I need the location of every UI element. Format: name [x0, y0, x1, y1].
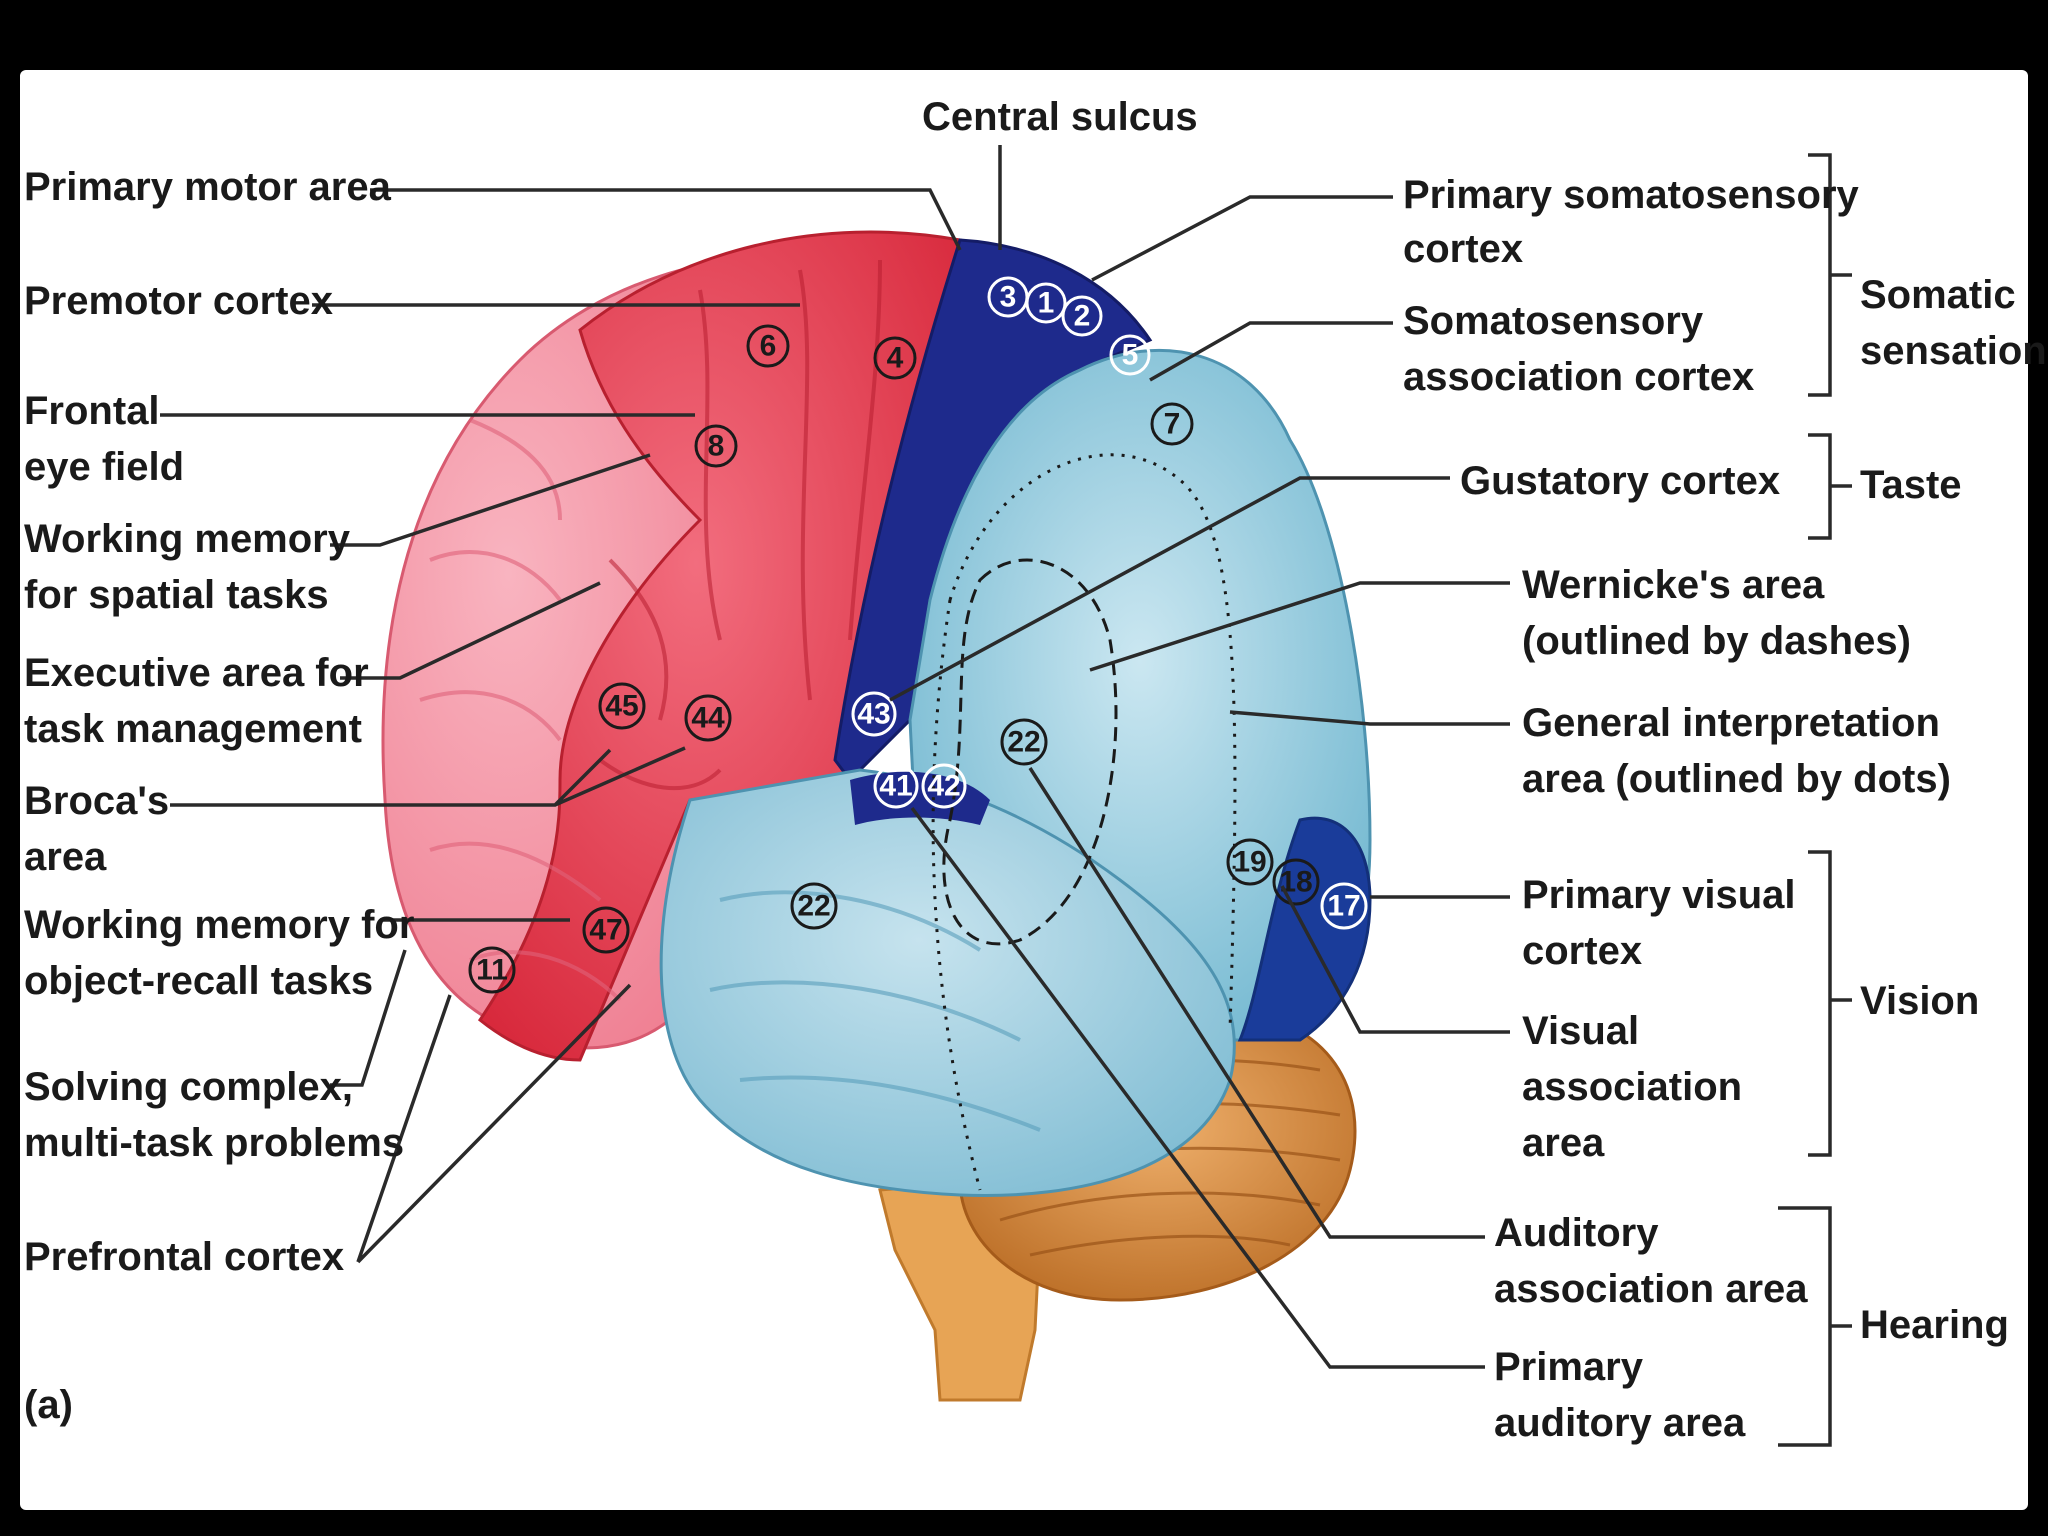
- area-7-marker: 7: [1150, 402, 1194, 446]
- svg-text:8: 8: [708, 430, 725, 463]
- temporal-lobe: [659, 768, 1236, 1197]
- label-primary-auditory-2: auditory area: [1494, 1401, 1746, 1445]
- group-somatic-sensation: Somatic: [1860, 273, 2016, 317]
- svg-text:17: 17: [1327, 890, 1360, 923]
- label-general-interpretation: General interpretation: [1522, 701, 1940, 745]
- area-19-marker: 19: [1226, 838, 1274, 886]
- svg-text:43: 43: [857, 698, 890, 731]
- label-visual-association: Visual: [1522, 1009, 1639, 1053]
- label-primary-somatosensory: Primary somatosensory: [1403, 173, 1860, 217]
- area-11-marker: 11: [468, 946, 516, 994]
- label-somatosensory-association-2: association cortex: [1403, 355, 1754, 399]
- svg-text:1: 1: [1038, 287, 1055, 320]
- area-45-marker: 45: [598, 682, 646, 730]
- group-hearing: Hearing: [1860, 1303, 2009, 1347]
- label-executive-area: Executive area for: [24, 651, 369, 695]
- label-prefrontal-cortex: Prefrontal cortex: [24, 1235, 344, 1279]
- svg-text:6: 6: [760, 330, 777, 363]
- label-working-memory-spatial-2: for spatial tasks: [24, 573, 329, 617]
- label-visual-association-3: area: [1522, 1121, 1605, 1165]
- area-22-marker-lower: 22: [790, 882, 838, 930]
- group-labels: Somatic sensation Taste Vision Hearing: [1860, 273, 2047, 1347]
- area-22-marker-upper: 22: [1000, 718, 1048, 766]
- area-42-marker: 42: [921, 763, 967, 809]
- svg-text:22: 22: [797, 890, 830, 923]
- svg-text:41: 41: [879, 770, 912, 803]
- leader-lines-right: [889, 145, 1510, 1369]
- group-brackets: [1778, 153, 1852, 1447]
- svg-text:44: 44: [691, 702, 725, 735]
- area-markers: 6 4 8 45 44 47 11 3 1 2 5 7 43 41 42 22 …: [468, 276, 1368, 994]
- area-4-marker: 4: [873, 336, 917, 380]
- label-visual-association-2: association: [1522, 1065, 1742, 1109]
- label-primary-motor-area: Primary motor area: [24, 165, 392, 209]
- svg-text:11: 11: [476, 954, 508, 987]
- wernicke-outline: [942, 558, 1118, 946]
- label-executive-area-2: task management: [24, 707, 362, 751]
- frontal-gyri: [598, 259, 882, 791]
- svg-text:7: 7: [1164, 408, 1181, 441]
- area-47-marker: 47: [582, 906, 630, 954]
- label-wernickes-area: Wernicke's area: [1522, 563, 1825, 607]
- area-41-marker: 41: [873, 763, 919, 809]
- area-6-marker: 6: [746, 324, 790, 368]
- left-labels: Primary motor area Premotor cortex Front…: [24, 165, 414, 1427]
- svg-text:4: 4: [887, 342, 904, 375]
- label-primary-visual-cortex-2: cortex: [1522, 929, 1642, 973]
- area-1-marker: 1: [1025, 282, 1067, 324]
- general-interpretation-outline: [931, 453, 1237, 1191]
- label-solving-complex-2: multi-task problems: [24, 1121, 404, 1165]
- label-somatosensory-association: Somatosensory: [1403, 299, 1704, 343]
- label-brocas-area: Broca's: [24, 779, 169, 823]
- label-wernickes-area-2: (outlined by dashes): [1522, 619, 1911, 663]
- label-primary-visual-cortex: Primary visual: [1522, 873, 1796, 917]
- label-brocas-area-2: area: [24, 835, 107, 879]
- group-somatic-sensation-2: sensation: [1860, 329, 2047, 373]
- label-premotor-cortex: Premotor cortex: [24, 279, 333, 323]
- temporal-gyri: [709, 890, 1041, 1132]
- label-gustatory-cortex: Gustatory cortex: [1460, 459, 1780, 503]
- label-working-memory-spatial: Working memory: [24, 517, 351, 561]
- label-frontal-eye-field-2: eye field: [24, 445, 184, 489]
- label-working-memory-object: Working memory for: [24, 903, 414, 947]
- svg-text:2: 2: [1074, 300, 1091, 333]
- svg-text:3: 3: [1000, 281, 1017, 314]
- label-working-memory-object-2: object-recall tasks: [24, 959, 373, 1003]
- label-auditory-association: Auditory: [1494, 1211, 1659, 1255]
- label-primary-auditory: Primary: [1494, 1345, 1644, 1389]
- leader-lines-left: [160, 188, 962, 1264]
- group-taste: Taste: [1860, 463, 1962, 507]
- svg-text:45: 45: [605, 690, 638, 723]
- svg-text:42: 42: [927, 770, 960, 803]
- area-44-marker: 44: [684, 694, 732, 742]
- label-central-sulcus: Central sulcus: [922, 95, 1198, 139]
- label-frontal-eye-field: Frontal: [24, 389, 160, 433]
- area-17-marker: 17: [1320, 882, 1368, 930]
- group-vision: Vision: [1860, 979, 1979, 1023]
- area-2-marker: 2: [1061, 295, 1103, 337]
- area-18-marker: 18: [1272, 858, 1320, 906]
- panel-label: (a): [24, 1383, 73, 1427]
- label-general-interpretation-2: area (outlined by dots): [1522, 757, 1951, 801]
- label-primary-somatosensory-2: cortex: [1403, 227, 1523, 271]
- primary-auditory-strip: [850, 771, 990, 825]
- prefrontal-gyri: [419, 418, 622, 1002]
- label-solving-complex: Solving complex,: [24, 1065, 353, 1109]
- svg-text:47: 47: [589, 914, 622, 947]
- area-5-marker: 5: [1109, 334, 1151, 376]
- right-labels: Primary somatosensory cortex Somatosenso…: [1403, 173, 1951, 1445]
- svg-text:5: 5: [1122, 339, 1139, 372]
- label-auditory-association-2: association area: [1494, 1267, 1808, 1311]
- svg-text:19: 19: [1233, 846, 1266, 879]
- area-8-marker: 8: [694, 424, 738, 468]
- area-43-marker: 43: [851, 691, 897, 737]
- frontal-motor-region: [477, 230, 962, 1062]
- svg-text:22: 22: [1007, 726, 1040, 759]
